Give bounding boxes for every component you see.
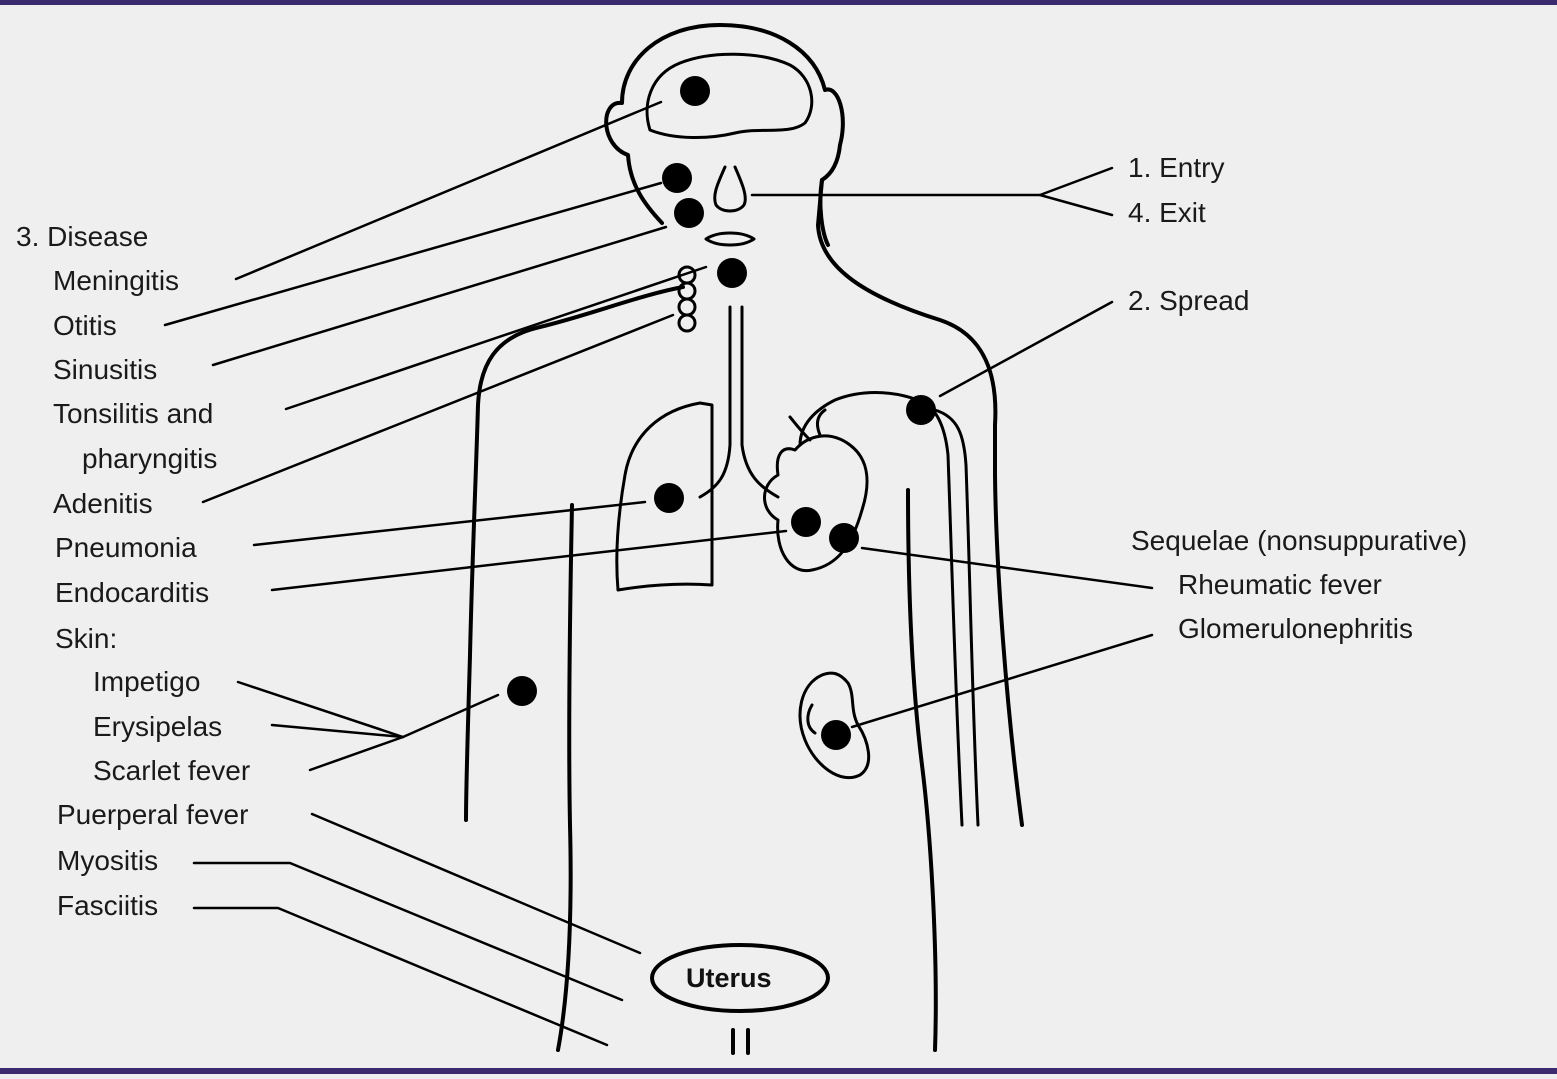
label-uterus: Uterus <box>686 965 772 992</box>
dot-throat <box>717 258 747 288</box>
leader-spread <box>940 302 1112 396</box>
label-pharyngitis: pharyngitis <box>82 445 217 473</box>
dot-shoulder <box>906 395 936 425</box>
leader-meningitis <box>236 102 661 279</box>
label-tonsilitis: Tonsilitis and <box>53 400 213 428</box>
label-spread: 2. Spread <box>1128 287 1249 315</box>
label-impetigo: Impetigo <box>93 668 200 696</box>
label-exit: 4. Exit <box>1128 199 1206 227</box>
dot-ear <box>662 163 692 193</box>
leader-tonsilitis <box>286 267 706 409</box>
label-adenitis: Adenitis <box>53 490 153 518</box>
label-otitis: Otitis <box>53 312 117 340</box>
leader-entry-exit <box>752 168 1112 195</box>
label-sequelae: Sequelae (nonsuppurative) <box>1131 527 1467 555</box>
body-outline <box>466 25 1022 1050</box>
leader-endocarditis <box>272 531 786 590</box>
leader-myositis <box>194 863 622 1000</box>
dot-kidney <box>821 720 851 750</box>
leader-puerperal <box>312 814 640 953</box>
cervix <box>733 1030 748 1053</box>
label-scarlet-fever: Scarlet fever <box>93 757 250 785</box>
label-pneumonia: Pneumonia <box>55 534 197 562</box>
aorta-vessels <box>790 393 918 446</box>
leader-rheumatic <box>862 548 1152 588</box>
brain <box>647 54 812 137</box>
kidney-hilum <box>808 705 815 733</box>
label-skin: Skin: <box>55 625 117 653</box>
label-sinusitis: Sinusitis <box>53 356 157 384</box>
leader-pneumonia <box>254 502 645 545</box>
dot-brain <box>680 76 710 106</box>
left-inner-arm <box>558 505 572 1050</box>
leader-lines <box>165 102 1152 1045</box>
label-endocarditis: Endocarditis <box>55 579 209 607</box>
label-erysipelas: Erysipelas <box>93 713 222 741</box>
dot-lung <box>654 483 684 513</box>
label-puerperal-fever: Puerperal fever <box>57 801 248 829</box>
nose <box>715 167 746 211</box>
dot-heart-1 <box>791 507 821 537</box>
label-disease-heading: 3. Disease <box>16 223 148 251</box>
leader-fasciitis <box>194 908 607 1045</box>
dot-sinus <box>674 198 704 228</box>
blood-vessel <box>918 400 978 825</box>
right-neck <box>820 180 828 245</box>
head-outline <box>606 25 1022 825</box>
label-meningitis: Meningitis <box>53 267 179 295</box>
label-rheumatic-fever: Rheumatic fever <box>1178 571 1382 599</box>
leader-adenitis <box>203 315 673 502</box>
mouth <box>706 233 754 245</box>
dot-heart-2 <box>829 523 859 553</box>
left-shoulder-arm <box>466 287 683 820</box>
dot-skin <box>507 676 537 706</box>
label-glomerulonephritis: Glomerulonephritis <box>1178 615 1413 643</box>
leader-scarlet <box>310 695 498 770</box>
label-myositis: Myositis <box>57 847 158 875</box>
label-fasciitis: Fasciitis <box>57 892 158 920</box>
right-inner-arm <box>908 490 936 1050</box>
label-entry: 1. Entry <box>1128 154 1224 182</box>
